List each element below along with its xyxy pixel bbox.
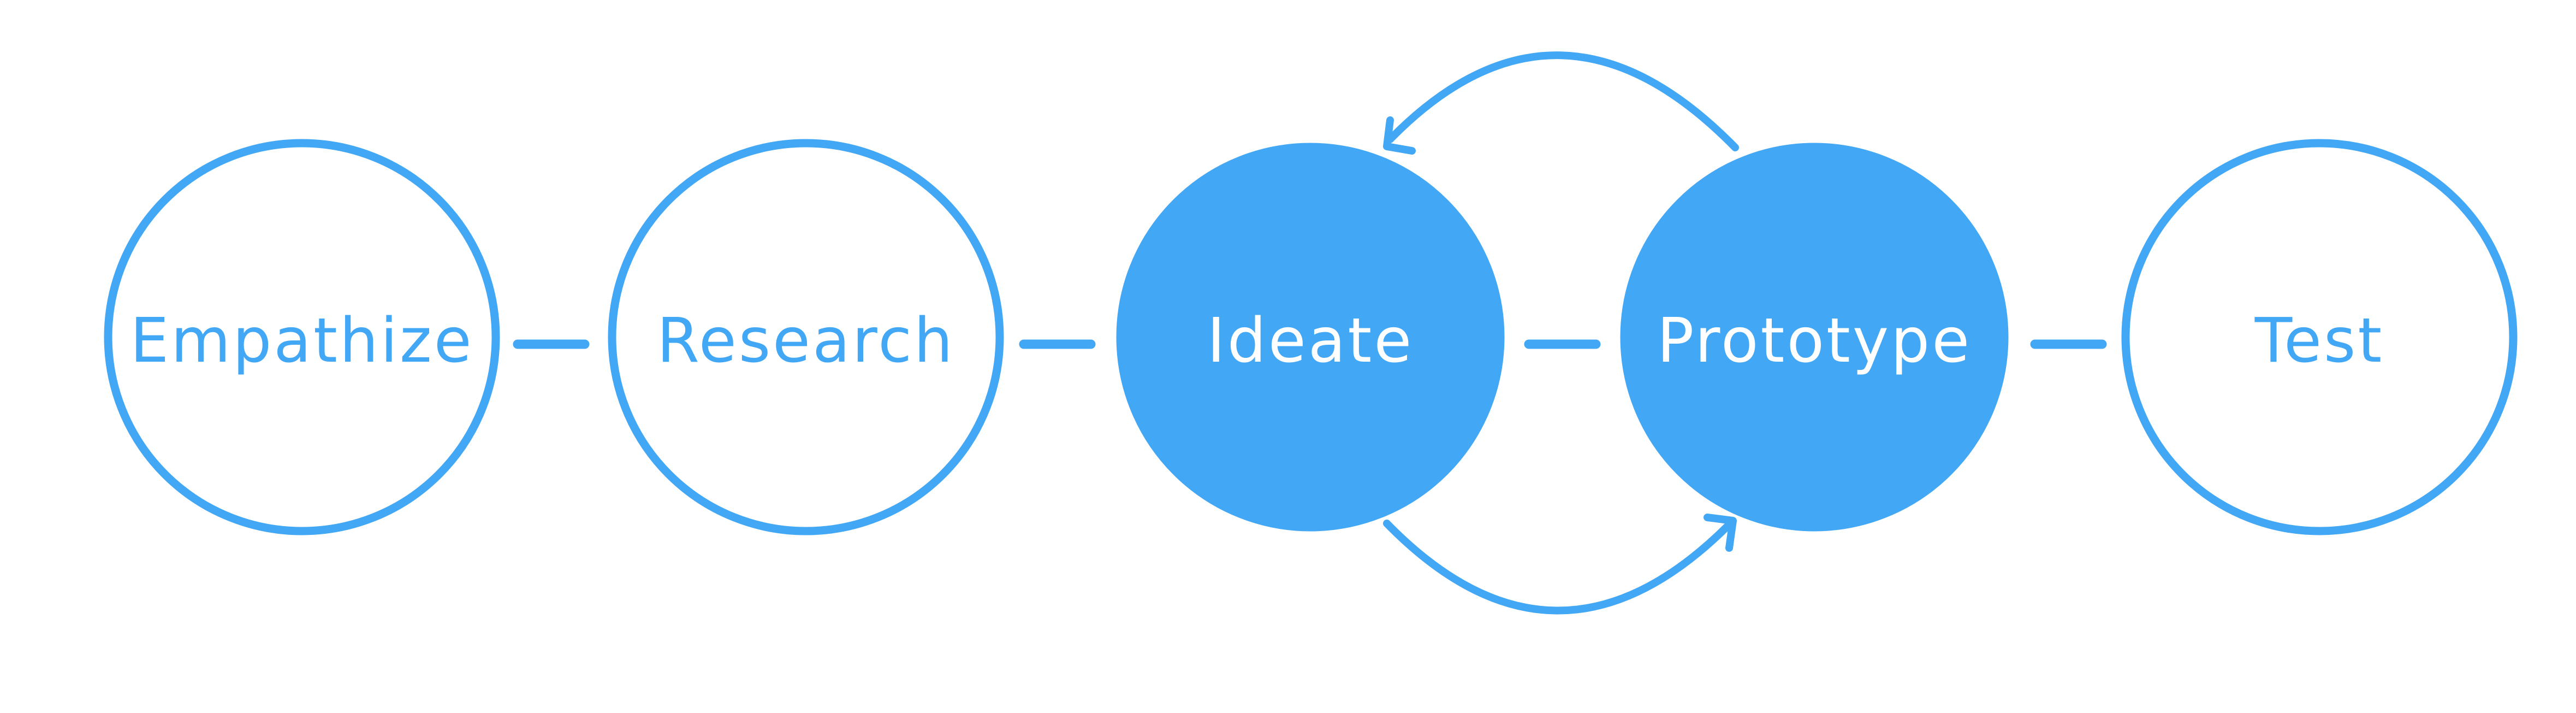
loop-arrow-top <box>1383 51 1739 155</box>
stage-label: Test <box>2254 305 2384 376</box>
stage-research: Research <box>608 139 1004 535</box>
loop-arrow-bottom <box>1383 514 1737 615</box>
stage-prototype: Prototype <box>1620 143 2009 532</box>
stage-circle <box>1620 143 2009 532</box>
stage-label: Prototype <box>1657 305 1972 376</box>
stage-label: Ideate <box>1207 305 1414 376</box>
stage-label: Empathize <box>130 305 473 376</box>
stage-test: Test <box>2121 139 2518 535</box>
stage-empathize: Empathize <box>104 139 500 535</box>
stage-circle <box>104 139 500 535</box>
stage-circle <box>2121 139 2518 535</box>
stage-ideate: Ideate <box>1116 143 1505 532</box>
stage-circle <box>1116 143 1505 532</box>
stage-circle <box>608 139 1004 535</box>
stage-label: Research <box>657 305 955 376</box>
